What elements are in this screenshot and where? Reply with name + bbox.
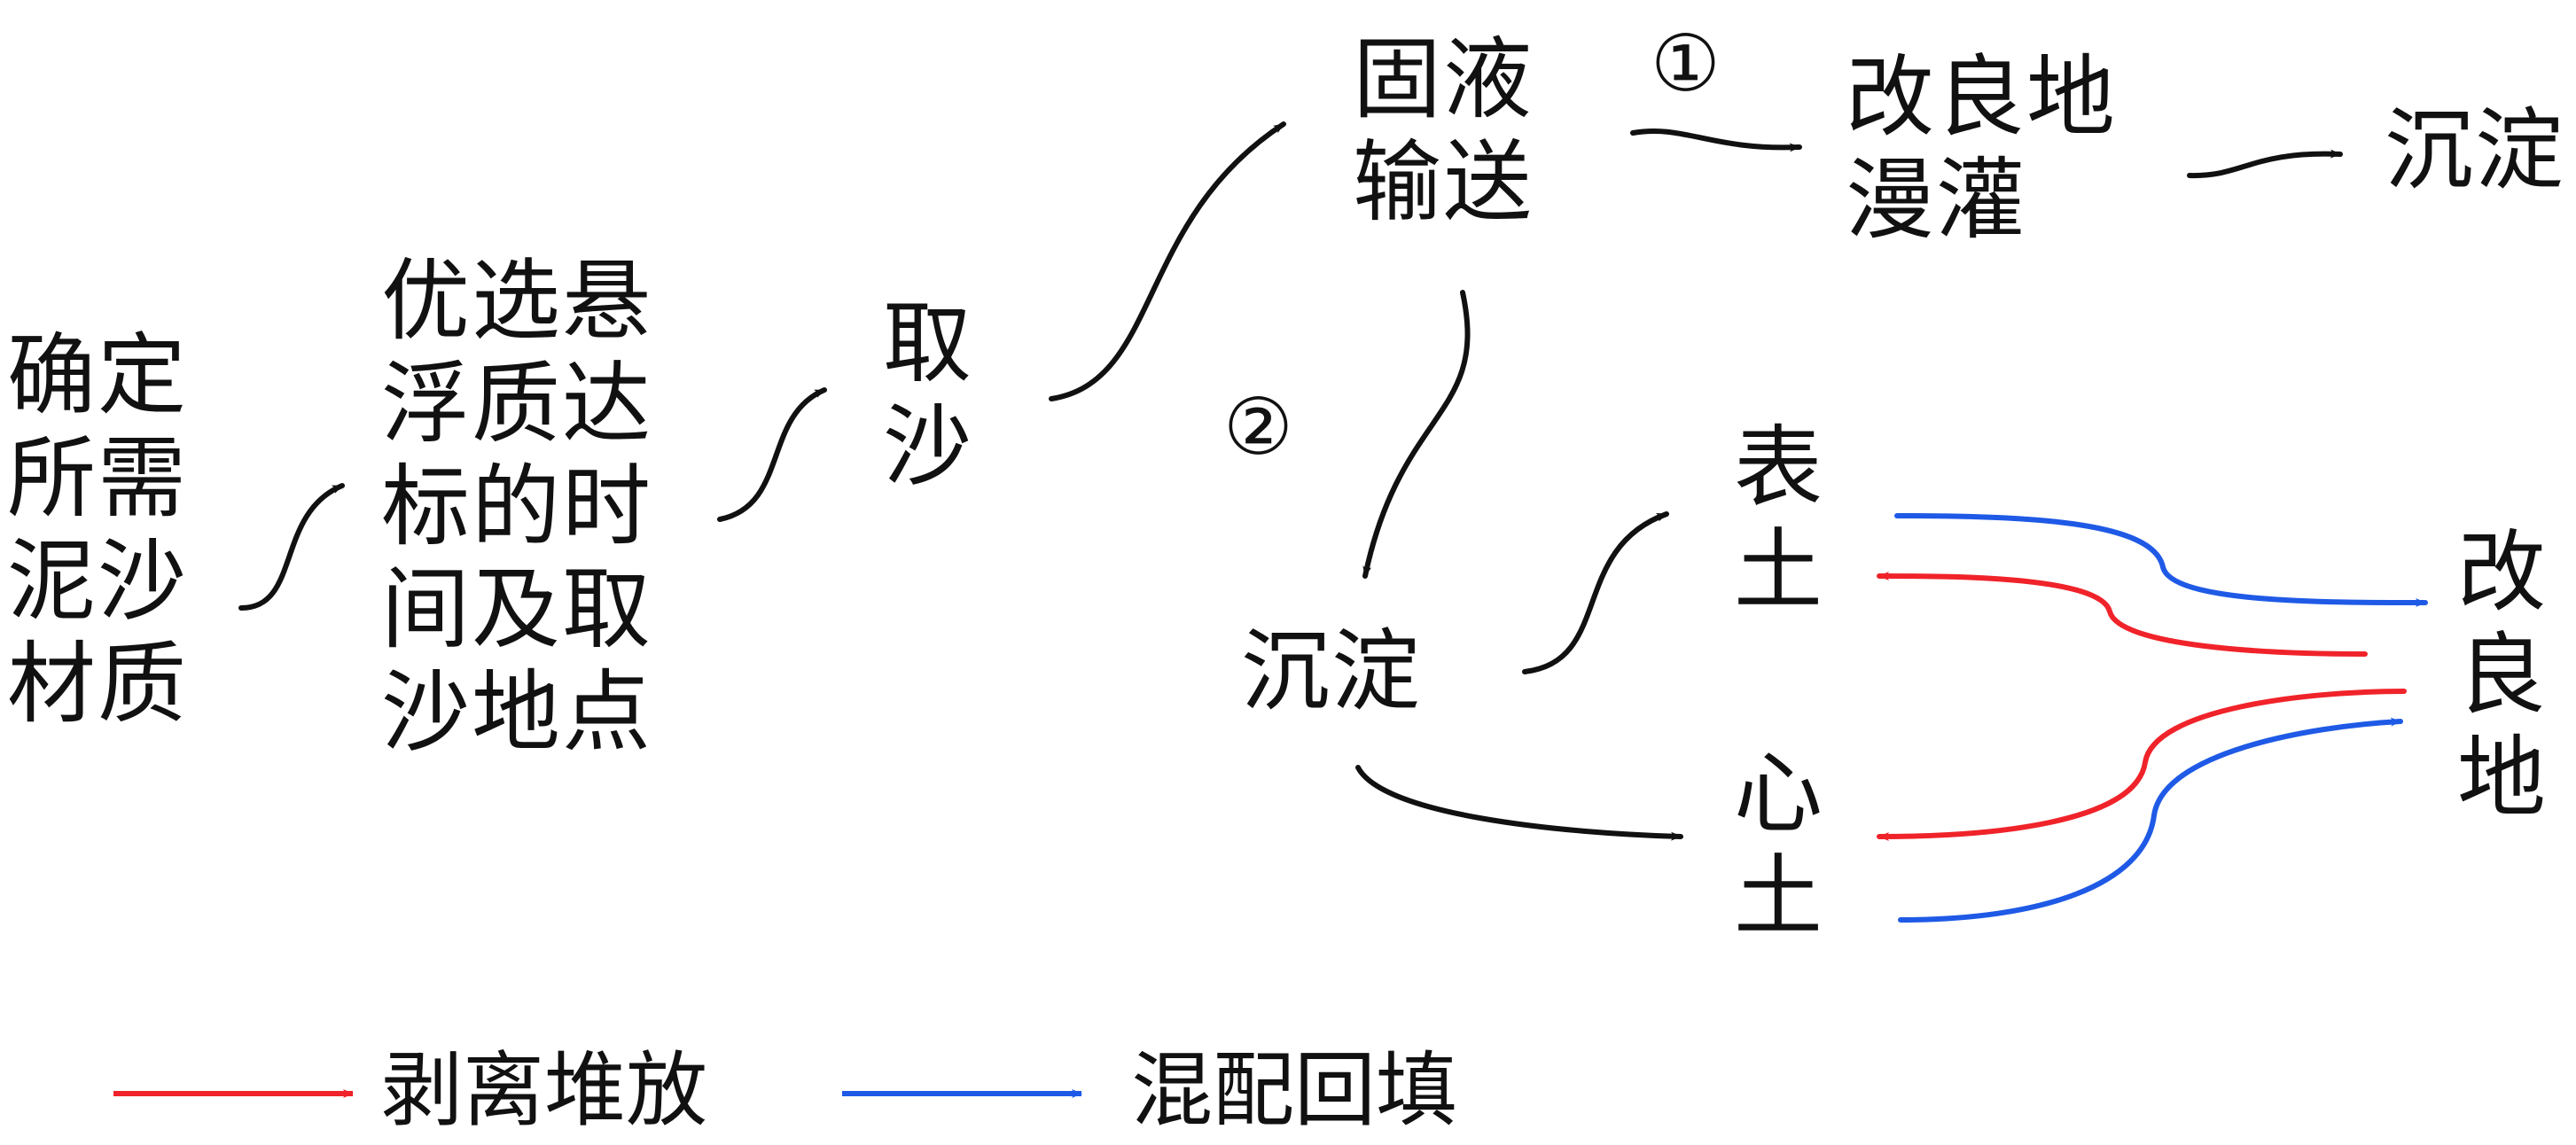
- arrow-settle-to-subsoil: [1355, 765, 1683, 841]
- arrow-confirm-to-select: [238, 483, 345, 611]
- arrow-strip-subsoil: [1877, 689, 2407, 841]
- node-settle-top: 沉淀: [2385, 98, 2565, 202]
- arrow-backfill-topsoil: [1894, 513, 2428, 607]
- arrow-backfill-subsoil: [1898, 717, 2403, 923]
- node-confirm-material: 确定 所需 泥沙 材质: [7, 323, 188, 736]
- node-irrigate-improved-land: 改良地 漫灌: [1846, 45, 2117, 252]
- legend-strip-label: 剥离堆放: [381, 1043, 708, 1138]
- arrow-path-one: [1630, 128, 1802, 152]
- node-settle-mid: 沉淀: [1241, 619, 1422, 723]
- node-topsoil: 表 土: [1734, 416, 1824, 622]
- node-select-time-location: 优选悬 浮质达 标的时 间及取 沙地点: [381, 249, 652, 764]
- path-two-marker: ②: [1223, 381, 1293, 472]
- arrow-irrigate-to-settle: [2187, 149, 2343, 179]
- legend-mix-label: 混配回填: [1131, 1043, 1458, 1138]
- arrow-path-two: [1362, 290, 1471, 579]
- node-subsoil: 心 土: [1734, 742, 1824, 948]
- arrow-settle-to-topsoil: [1522, 511, 1669, 674]
- path-one-marker: ①: [1651, 18, 1721, 109]
- node-solid-liquid-transport: 固液 输送: [1353, 27, 1534, 234]
- arrow-strip-topsoil: [1877, 572, 2368, 657]
- node-take-sand: 取 沙: [883, 292, 973, 498]
- arrow-take-to-transport: [1049, 121, 1286, 401]
- node-improved-land: 改 良 地: [2457, 520, 2548, 830]
- arrow-select-to-take: [717, 387, 827, 522]
